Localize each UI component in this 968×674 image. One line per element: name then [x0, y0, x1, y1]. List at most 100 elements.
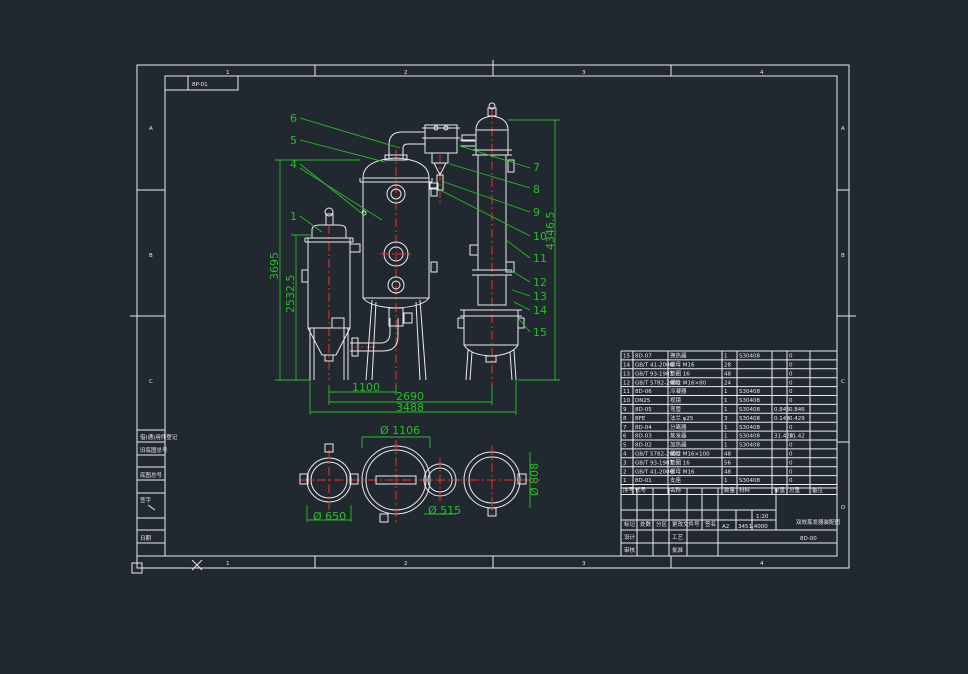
parts-row-5-code: 8D-02: [635, 443, 652, 449]
vapor-elbow[interactable]: [384, 131, 425, 161]
parts-row-9-mat: S30408: [739, 407, 760, 413]
parts-row-5-mat: S30408: [739, 443, 760, 449]
zone-row-b-right: B: [841, 253, 845, 259]
parts-row-10-no: 10: [623, 398, 630, 404]
receiver-tank[interactable]: [457, 309, 525, 381]
parts-header-3: 数量: [724, 486, 736, 494]
parts-row-10-name: 视镜: [670, 396, 682, 404]
parts-row-13-no: 13: [623, 371, 630, 377]
title-weight: 3451.4000: [738, 524, 768, 530]
parts-header-4: 材料: [739, 486, 751, 494]
parts-row-6-mat: S30408: [739, 434, 760, 440]
parts-row-14-qty: 28: [724, 363, 731, 369]
zone-col-3-bottom: 3: [582, 561, 586, 567]
title-label-count: 处数: [640, 520, 652, 528]
leader-lines: [299, 117, 531, 333]
condenser-column[interactable]: [461, 102, 515, 306]
title-block[interactable]: 标记 处数 分区 更改文件号 签名 设计 审核 工艺 批准 A2 3451.40…: [620, 487, 841, 557]
parts-row-8-t: 0.429: [789, 416, 805, 422]
dim-width-1: 1100: [352, 381, 380, 394]
parts-row-8-qty: 3: [724, 416, 728, 422]
parts-row-9-qty: 1: [724, 407, 728, 413]
parts-row-9-name: 弯管: [670, 405, 682, 413]
zone-row-a: A: [149, 126, 153, 132]
parts-row-11-code: 8D-06: [635, 389, 652, 395]
zone-row-b: B: [149, 253, 153, 259]
parts-row-10-code: DN25: [635, 398, 651, 404]
callout-8: 8: [533, 183, 540, 196]
vertical-dimensions: [275, 119, 560, 381]
left-strip-label-3: 底图总号: [140, 471, 163, 479]
parts-header-2: 名称: [670, 486, 682, 494]
parts-row-1-code: 8D-01: [635, 478, 652, 484]
parts-row-1-qty: 1: [724, 478, 728, 484]
front-view[interactable]: 6 5 4 1 7 8 9 10 11 12 13 14 15 4346.5 3…: [268, 102, 560, 415]
title-label-design: 设计: [624, 533, 636, 541]
parts-row-8-w: 0.143: [774, 416, 790, 422]
parts-row-5-name: 加热器: [670, 441, 687, 449]
parts-row-7-no: 7: [623, 425, 627, 431]
parts-row-7-t: 0: [789, 425, 793, 431]
parts-row-2-qty: 48: [724, 469, 731, 475]
parts-row-11-name: 冷凝器: [670, 387, 687, 395]
dim-width-3: 3488: [396, 401, 424, 414]
zone-col-4-bottom: 4: [760, 561, 764, 567]
parts-row-15-code: 8D-07: [635, 354, 652, 360]
parts-row-2-code: GB/T 41-2000: [635, 469, 673, 475]
heater-vessel[interactable]: [301, 207, 361, 380]
dim-height-left: 3695: [268, 252, 281, 280]
parts-header-0: 序号: [623, 486, 635, 494]
parts-row-13-code: GB/T 93-1987: [635, 371, 673, 377]
connecting-pipe[interactable]: [350, 318, 399, 357]
horizontal-dimensions: [309, 380, 517, 415]
parts-row-3-name: 垫圈 16: [670, 458, 690, 466]
parts-row-6-no: 6: [623, 434, 627, 440]
callout-6: 6: [290, 112, 297, 125]
parts-row-7-name: 分离器: [670, 423, 687, 431]
parts-row-1-name: 支座: [670, 476, 682, 484]
parts-row-12-qty: 24: [724, 380, 731, 386]
parts-row-15-t: 0: [789, 354, 793, 360]
parts-header-5: 单重: [774, 486, 786, 494]
parts-row-12-no: 12: [623, 380, 630, 386]
parts-row-8-code: BFE: [635, 416, 646, 422]
zone-col-3: 3: [582, 70, 586, 76]
parts-row-3-no: 3: [623, 460, 627, 466]
parts-row-6-w: 31.420: [774, 434, 794, 440]
top-view[interactable]: [299, 436, 540, 523]
parts-row-8-no: 8: [623, 416, 627, 422]
parts-row-8-name: 法兰 φ25: [670, 414, 694, 422]
dim-width-2: 2690: [396, 390, 424, 403]
parts-row-9-code: 8D-05: [635, 407, 652, 413]
parts-row-15-no: 15: [623, 354, 630, 360]
title-label-check: 审核: [624, 546, 636, 554]
parts-row-4-name: 螺栓 M16×100: [670, 450, 710, 458]
parts-row-7-code: 8D-04: [635, 425, 652, 431]
parts-row-11-qty: 1: [724, 389, 728, 395]
parts-header-6: 总重: [789, 486, 801, 494]
left-strip-table: 借(通)用件登记 旧底图总号 底图总号 签字 日期: [136, 429, 178, 557]
parts-row-13-name: 垫圈 16: [670, 369, 690, 377]
callout-1: 1: [290, 210, 297, 223]
parts-row-12-t: 0: [789, 380, 793, 386]
parts-row-8-mat: S30408: [739, 416, 760, 422]
parts-row-15-qty: 1: [724, 354, 728, 360]
left-strip-label-4: 签字: [140, 496, 152, 504]
parts-row-10-t: 0: [789, 398, 793, 404]
stamp-text: 8P-01: [192, 82, 208, 88]
parts-row-4-qty: 48: [724, 452, 731, 458]
parts-row-11-mat: S30408: [739, 389, 760, 395]
parts-row-2-name: 螺母 M16: [670, 467, 695, 475]
dim-overall-height: 4346.5: [544, 212, 557, 251]
dim-dia-mid: Ø 515: [428, 504, 461, 517]
parts-row-15-name: 换热器: [670, 352, 687, 360]
parts-row-6-t: 31.42: [789, 434, 805, 440]
callout-13: 13: [533, 290, 547, 303]
callout-14: 14: [533, 304, 547, 317]
callout-12: 12: [533, 276, 547, 289]
callout-5: 5: [290, 134, 297, 147]
title-label-mark: 标记: [624, 520, 636, 528]
title-scale: 1:20: [756, 514, 769, 520]
